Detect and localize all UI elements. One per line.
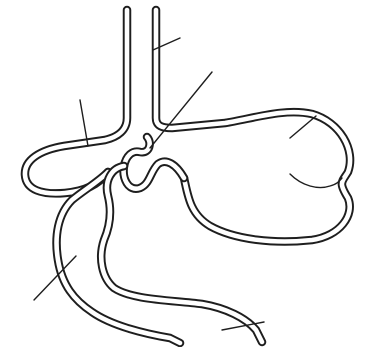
stomach-fold — [290, 174, 342, 188]
limb-right-lumen — [101, 166, 262, 342]
stomach-pouch-lumen — [156, 10, 350, 241]
esophagus-tube — [25, 10, 127, 193]
pylorus-return — [124, 137, 184, 189]
leader-lines — [34, 38, 316, 330]
leader-stomach — [290, 116, 316, 138]
tube-structures — [25, 10, 350, 343]
esophagus-tube-lumen — [25, 10, 127, 193]
